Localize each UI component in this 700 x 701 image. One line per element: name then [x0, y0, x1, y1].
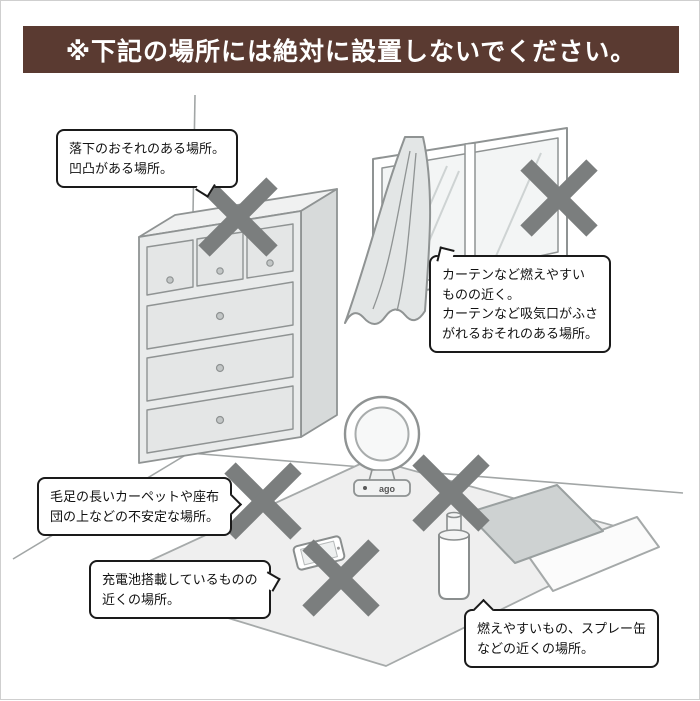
callout-text: 燃えやすいもの、スプレー缶 などの近くの場所。 — [477, 621, 647, 656]
x-mark-dresser — [198, 177, 278, 257]
device-brand-label: ago — [379, 484, 396, 494]
callout-tail — [436, 246, 455, 265]
dresser-side — [300, 188, 338, 438]
callout-curtain: カーテンなど燃えやすい ものの近く。 カーテンなど吸気口がふさ がれるおそれのあ… — [429, 246, 612, 353]
drawer-knob — [215, 363, 225, 373]
drawer-knob — [166, 276, 174, 284]
x-mark-carpet — [224, 462, 302, 540]
callout-text: 充電池搭載しているものの 近くの場所。 — [102, 572, 258, 607]
fan-ring-inner — [354, 406, 410, 462]
warning-title: ※下記の場所には絶対に設置しないでください。 — [65, 37, 637, 66]
spray-can-body — [438, 534, 470, 600]
callout-battery: 充電池搭載しているものの 近くの場所。 — [89, 560, 281, 619]
cushion-gray — [466, 484, 604, 564]
dresser — [138, 188, 338, 464]
curtain — [344, 136, 432, 325]
callout-text: 落下のおそれのある場所。 凹凸がある場所。 — [69, 141, 226, 176]
x-mark-window — [520, 159, 598, 237]
callout-falling: 落下のおそれのある場所。 凹凸がある場所。 — [56, 129, 239, 198]
drawer-knob — [215, 311, 225, 321]
drawer-knob — [216, 267, 224, 275]
drawer-knobs — [166, 259, 274, 425]
drawer-knob — [215, 415, 225, 425]
drawer — [146, 239, 194, 296]
callout-text: 毛足の長いカーペットや座布 団の上などの不安定な場所。 — [50, 489, 220, 524]
portable-fan: ago — [343, 395, 421, 497]
x-mark-spray — [412, 454, 490, 532]
spray-can — [438, 511, 470, 600]
drawer-knob — [266, 259, 274, 267]
callout-text: カーテンなど燃えやすい ものの近く。 カーテンなど吸気口がふさ がれるおそれのあ… — [442, 267, 599, 341]
callout-spray: 燃えやすいもの、スプレー缶 などの近くの場所。 — [464, 598, 660, 668]
warning-header: ※下記の場所には絶対に設置しないでください。 — [23, 26, 679, 73]
spray-can-shoulder — [438, 529, 470, 541]
x-mark-phone — [302, 539, 380, 617]
fan-base — [353, 479, 411, 497]
fan-power-dot — [363, 486, 367, 490]
callout-carpet: 毛足の長いカーペットや座布 団の上などの不安定な場所。 — [37, 477, 243, 536]
smartphone-camera-dot — [336, 546, 340, 550]
